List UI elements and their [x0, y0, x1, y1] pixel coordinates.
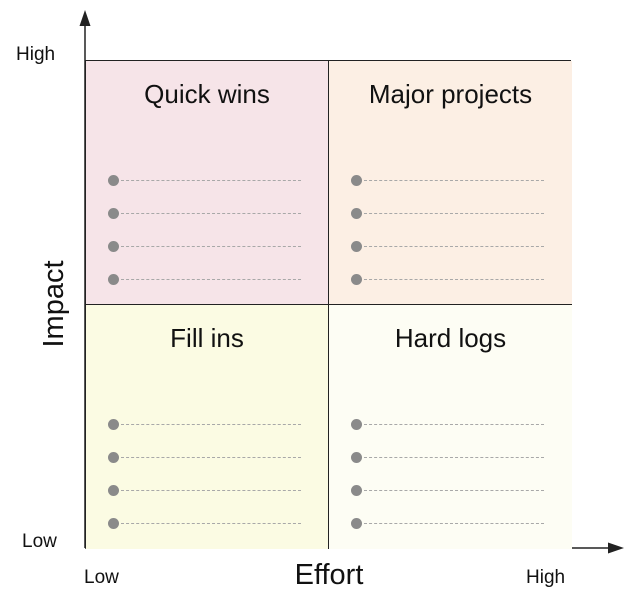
placeholder-line — [121, 180, 301, 181]
placeholder-item — [108, 507, 301, 540]
y-axis-low-label: Low — [22, 531, 57, 552]
placeholder-line — [121, 213, 301, 214]
y-axis-arrowhead — [79, 10, 91, 26]
placeholder-line — [364, 424, 544, 425]
placeholder-item — [351, 441, 544, 474]
placeholder-item — [108, 263, 301, 296]
quadrant-grid: Quick wins Major projects Fill ins Hard … — [85, 60, 572, 549]
placeholder-line — [121, 246, 301, 247]
placeholder-line — [364, 490, 544, 491]
placeholder-list — [351, 164, 544, 296]
quadrant-fill-ins: Fill ins — [86, 305, 329, 549]
placeholder-item — [108, 164, 301, 197]
placeholder-item — [351, 263, 544, 296]
quadrant-title: Major projects — [368, 79, 533, 109]
placeholder-line — [364, 180, 544, 181]
bullet-icon — [351, 452, 362, 463]
bullet-icon — [108, 241, 119, 252]
quadrant-title: Fill ins — [170, 323, 244, 353]
bullet-icon — [108, 518, 119, 529]
bullet-icon — [108, 175, 119, 186]
placeholder-list — [108, 408, 301, 540]
placeholder-list — [108, 164, 301, 296]
placeholder-line — [121, 457, 301, 458]
y-axis-high-label: High — [16, 44, 56, 65]
quadrant-title: Quick wins — [144, 79, 270, 109]
placeholder-item — [351, 408, 544, 441]
placeholder-item — [351, 507, 544, 540]
placeholder-list — [351, 408, 544, 540]
bullet-icon — [351, 419, 362, 430]
placeholder-item — [351, 474, 544, 507]
x-axis-arrowhead — [608, 542, 624, 554]
placeholder-line — [364, 523, 544, 524]
placeholder-line — [364, 213, 544, 214]
placeholder-item — [351, 230, 544, 263]
placeholder-line — [364, 457, 544, 458]
bullet-icon — [351, 208, 362, 219]
bullet-icon — [351, 175, 362, 186]
quadrant-quick-wins: Quick wins — [86, 61, 329, 305]
placeholder-line — [121, 424, 301, 425]
bullet-icon — [108, 485, 119, 496]
placeholder-item — [351, 197, 544, 230]
bullet-icon — [108, 452, 119, 463]
placeholder-item — [351, 164, 544, 197]
placeholder-line — [364, 246, 544, 247]
bullet-icon — [108, 274, 119, 285]
bullet-icon — [108, 419, 119, 430]
x-axis-high-label: High — [526, 567, 566, 588]
x-axis-title: Effort — [294, 559, 364, 591]
bullet-icon — [351, 485, 362, 496]
bullet-icon — [351, 241, 362, 252]
placeholder-line — [121, 490, 301, 491]
placeholder-line — [364, 279, 544, 280]
placeholder-item — [108, 408, 301, 441]
placeholder-line — [121, 279, 301, 280]
placeholder-item — [108, 474, 301, 507]
bullet-icon — [351, 274, 362, 285]
placeholder-line — [121, 523, 301, 524]
quadrant-title: Hard logs — [394, 323, 507, 353]
bullet-icon — [108, 208, 119, 219]
placeholder-item — [108, 197, 301, 230]
placeholder-item — [108, 441, 301, 474]
x-axis-low-label: Low — [84, 567, 119, 588]
y-axis-title: Impact — [38, 260, 70, 348]
quadrant-hard-logs: Hard logs — [329, 305, 572, 549]
bullet-icon — [351, 518, 362, 529]
placeholder-item — [108, 230, 301, 263]
quadrant-major-projects: Major projects — [329, 61, 572, 305]
